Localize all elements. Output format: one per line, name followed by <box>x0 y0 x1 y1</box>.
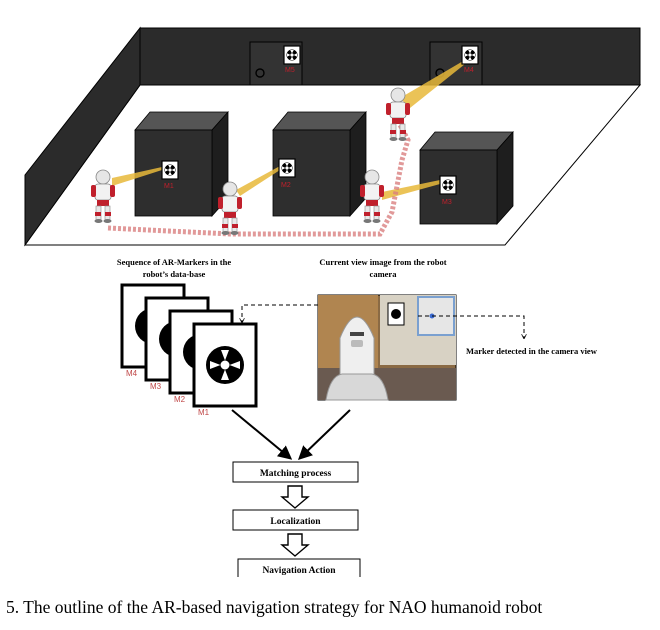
back-wall <box>139 27 641 86</box>
down-arrow-icon <box>280 533 310 557</box>
current-view-label-line2: camera <box>370 269 398 279</box>
view-cone-3 <box>382 180 440 200</box>
flow-arrows <box>231 409 351 460</box>
footstep-trail <box>107 123 411 237</box>
box-3-marker-label: M3 <box>442 199 452 206</box>
step-localization: Localization <box>232 509 359 531</box>
card-label-m1: M1 <box>198 408 210 417</box>
current-view-label-line1: Current view image from the robot <box>319 257 446 267</box>
door-right-marker-label: M4 <box>464 67 474 74</box>
view-cone-door <box>400 57 470 108</box>
box-3: M3 <box>382 130 514 226</box>
view-cone-1 <box>112 167 162 186</box>
box-1-marker-label: M1 <box>164 183 174 190</box>
step-navigation-action: Navigation Action <box>237 558 361 577</box>
room-scene: M5 M4 M1 M2 <box>24 26 642 247</box>
box-2-marker-label: M2 <box>281 182 291 189</box>
step-matching-process: Matching process <box>232 461 359 483</box>
down-arrow-icon <box>280 485 310 509</box>
sequence-label-line2: robot’s data-base <box>143 269 206 279</box>
step-matching-label: Matching process <box>260 469 332 479</box>
door-right: M4 <box>400 41 483 108</box>
marker-card-stack: M4 M3 M2 M1 <box>120 283 258 417</box>
marker-card-m1: M1 <box>192 322 258 417</box>
detection-indicator: Marker detected in the camera view <box>242 304 598 356</box>
view-cone-2 <box>236 166 280 196</box>
step-localization-label: Localization <box>270 517 321 527</box>
ar-marker-icon <box>461 45 479 65</box>
door-left: M5 <box>249 41 303 86</box>
door-left-marker-label: M5 <box>285 67 295 74</box>
card-label-m2: M2 <box>174 395 186 404</box>
camera-view-photo <box>317 294 457 401</box>
ar-marker-icon <box>283 45 301 65</box>
ar-marker-icon <box>161 160 179 180</box>
ar-marker-icon <box>278 158 296 178</box>
card-label-m4: M4 <box>126 369 138 378</box>
sequence-label-line1: Sequence of AR-Markers in the <box>117 257 231 267</box>
marker-detected-label: Marker detected in the camera view <box>466 346 598 356</box>
left-wall <box>24 26 141 247</box>
ar-marker-icon <box>439 175 457 195</box>
figure-caption: 5. The outline of the AR-based navigatio… <box>6 597 542 617</box>
card-label-m3: M3 <box>150 382 162 391</box>
step-navigation-label: Navigation Action <box>262 566 336 576</box>
